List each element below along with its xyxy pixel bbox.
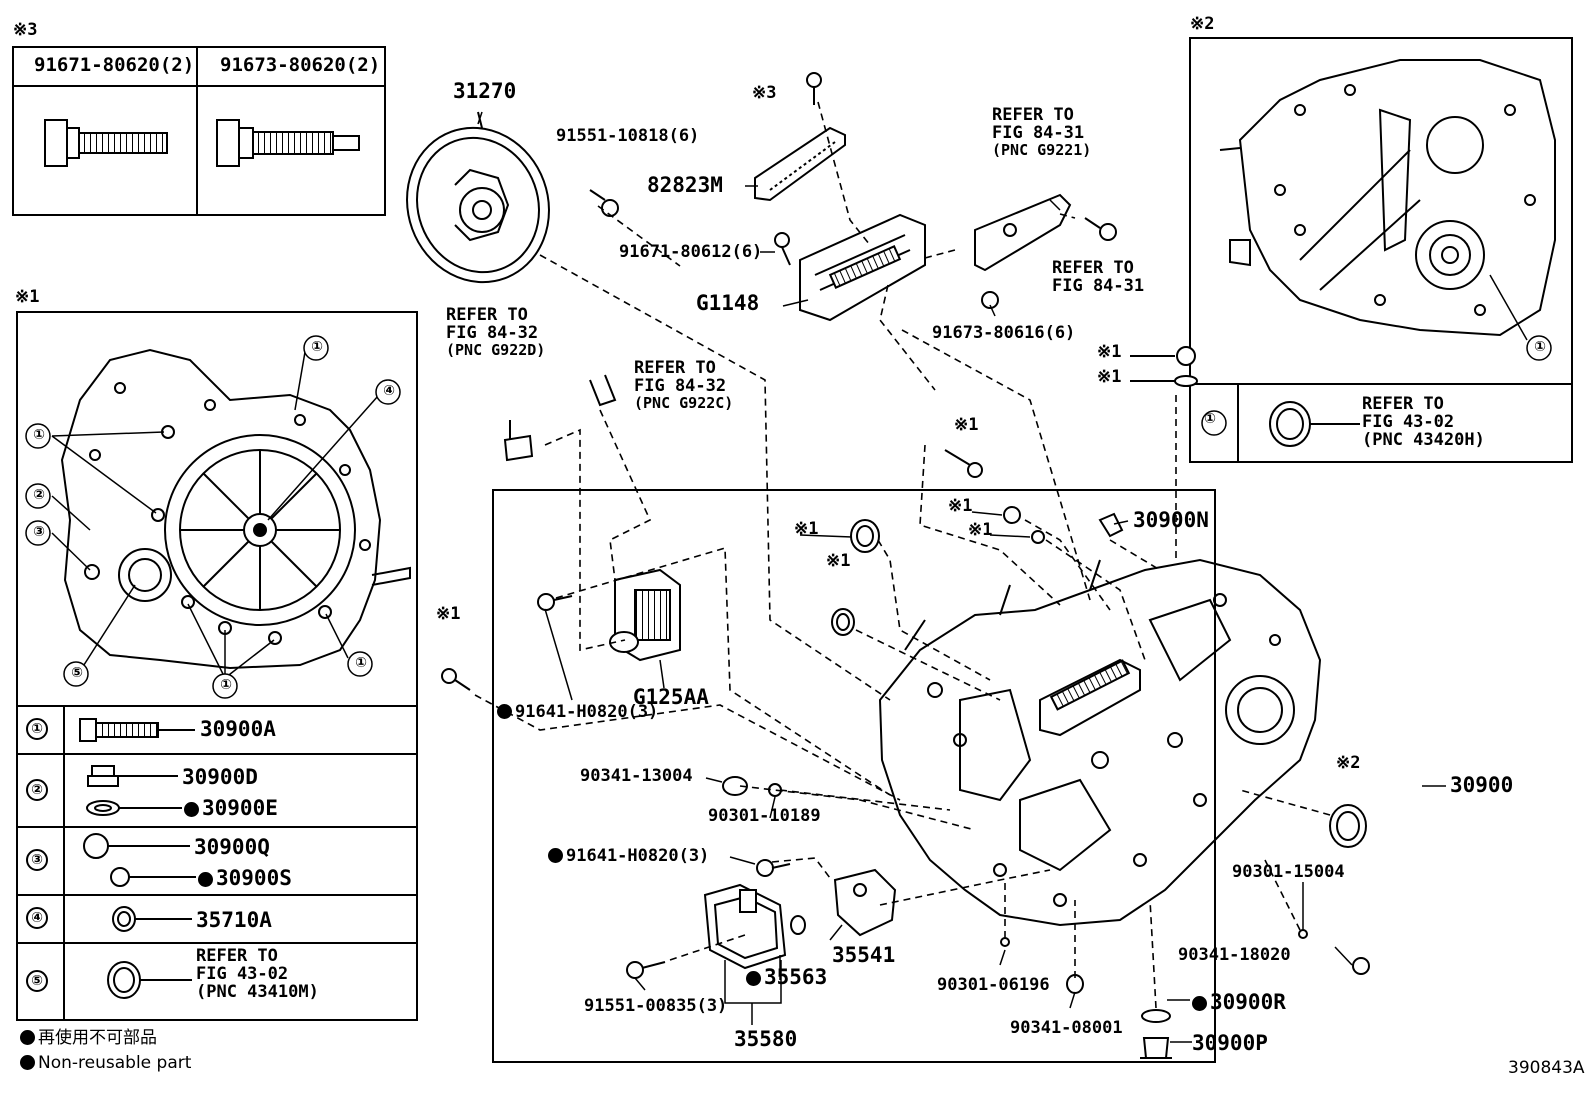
note2-mark-seal: ※2	[1336, 753, 1361, 773]
callout-1-a: ①	[33, 427, 45, 443]
note1-mark-seal-small: ※1	[968, 520, 993, 540]
transmission-damper-31270	[406, 111, 550, 284]
part-g1148: G1148	[696, 291, 760, 315]
sub-table-index-4: ④	[26, 907, 48, 929]
wire-connectors	[503, 374, 617, 462]
part-91641-h0820-b: 91641-H0820(3)	[548, 847, 709, 866]
part-35710a: 35710A	[196, 908, 272, 932]
left-callout-leaders	[25, 335, 401, 699]
note1-mark-seal-a: ※1	[794, 519, 819, 539]
legend-en: Non-reusable part	[20, 1054, 191, 1073]
note3-mark-bolt: ※3	[752, 83, 777, 103]
bolt-table	[12, 46, 386, 216]
part-30900: 30900	[1450, 773, 1514, 797]
part-30900s: 30900S	[198, 867, 292, 889]
main-assembly-frame	[492, 489, 1216, 1063]
part-30900r: 30900R	[1192, 991, 1286, 1013]
bolt-table-col1: 91671-80620(2)	[34, 54, 195, 76]
callout-2: ②	[33, 487, 45, 503]
right-table-index: ①	[1204, 411, 1216, 427]
note1-mark-bolt-top: ※1	[954, 415, 979, 435]
part-90301-10189: 90301-10189	[708, 806, 821, 826]
callout-1-d: ①	[355, 655, 367, 671]
part-g125aa: G125AA	[633, 685, 709, 709]
part-90341-18020: 90341-18020	[1178, 945, 1291, 965]
sub-table-icons	[79, 718, 196, 999]
sub-table-index-5: ⑤	[26, 970, 48, 992]
callout-3: ③	[33, 524, 45, 540]
part-91551-00835: 91551-00835(3)	[584, 996, 728, 1016]
drain-plug-parts-right	[1130, 346, 1198, 387]
part-90341-13004: 90341-13004	[580, 766, 693, 786]
seals-inside-frame	[831, 506, 1124, 636]
part-35580: 35580	[734, 1027, 798, 1051]
right-callout-1: ①	[1534, 339, 1546, 355]
part-30900p: 30900P	[1192, 1031, 1268, 1055]
part-91673-80616: 91673-80616(6)	[932, 323, 1076, 343]
part-90301-15004: 90301-15004	[1232, 862, 1345, 882]
part-30900n: 30900N	[1133, 508, 1209, 532]
lower-right-parts	[1000, 804, 1370, 1059]
note1-mark-plug: ※1	[1097, 342, 1122, 362]
note3-mark-table: ※3	[13, 20, 38, 40]
part-30900a: 30900A	[200, 717, 276, 741]
callout-5: ⑤	[71, 665, 83, 681]
transaxle-assembly-30900	[878, 558, 1322, 927]
part-35541: 35541	[832, 943, 896, 967]
part-90301-06196: 90301-06196	[937, 975, 1050, 995]
ecu-cover	[974, 193, 1117, 272]
note1-mark-bolt-left: ※1	[436, 604, 461, 624]
stepped-bolt-icon	[216, 119, 360, 167]
part-91641-h0820-a: 91641-H0820(3)	[497, 703, 658, 722]
part-30900e: 30900E	[184, 797, 278, 819]
transaxle-case-left-view	[60, 348, 411, 670]
sub-table-index-2: ②	[26, 779, 48, 801]
bracket-82823m	[754, 72, 846, 202]
note1-mark-gasket: ※1	[1097, 367, 1122, 387]
sub-table-index-1: ①	[26, 718, 48, 740]
sub-table-index-3: ③	[26, 849, 48, 871]
solid-label-leaders	[477, 111, 1446, 1043]
oil-seal-icon	[1269, 401, 1360, 447]
note1-mark-seal-b: ※1	[826, 551, 851, 571]
part-35563: 35563	[746, 966, 827, 988]
part-82823m: 82823M	[647, 173, 723, 197]
bolt-91551-10818-icon	[589, 189, 619, 217]
callout-1-c: ①	[220, 677, 232, 693]
part-91671-80612: 91671-80612(6)	[619, 242, 763, 262]
part-90341-08001: 90341-08001	[1010, 1018, 1123, 1038]
part-30900d: 30900D	[182, 765, 258, 789]
tcm-g1148	[774, 213, 999, 322]
callout-1-b: ①	[311, 339, 323, 355]
right-sub-panel	[1189, 37, 1573, 463]
note1-mark-left-panel: ※1	[15, 287, 40, 307]
transaxle-case-right-view	[1219, 59, 1556, 337]
bolt-note1-top	[944, 449, 983, 478]
note1-mark-plug-small: ※1	[948, 496, 973, 516]
bolt-note1-left	[441, 668, 471, 691]
note2-mark-right-panel: ※2	[1190, 14, 1215, 34]
bolt-table-col2: 91673-80620(2)	[220, 54, 381, 76]
bolt-icon	[44, 119, 168, 167]
left-sub-panel	[16, 311, 418, 1021]
part-30900q: 30900Q	[194, 835, 270, 859]
diagram-id: 390843A	[1508, 1058, 1585, 1078]
right-callout	[1201, 274, 1552, 436]
solenoid-g125aa	[537, 568, 681, 662]
callout-4: ④	[383, 383, 395, 399]
legend-jp: 再使用不可部品	[20, 1029, 157, 1048]
part-91551-10818: 91551-10818(6)	[556, 126, 700, 146]
lower-parts-inside-frame	[626, 776, 897, 979]
part-31270: 31270	[453, 79, 517, 103]
